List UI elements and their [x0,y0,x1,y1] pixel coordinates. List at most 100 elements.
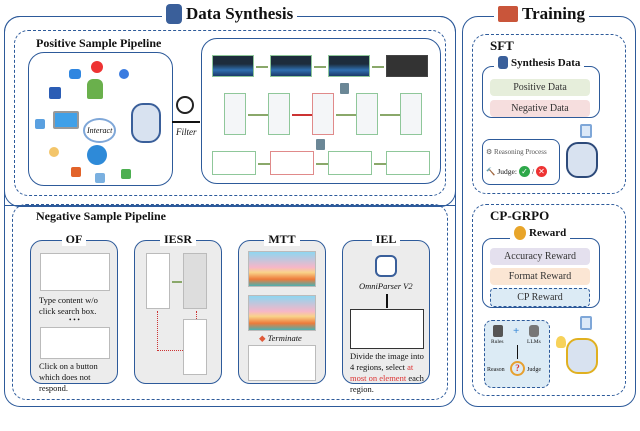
step-arrow [256,66,268,68]
step-arrow [248,114,268,116]
training-title: Training [494,4,589,24]
of-panel: OF Type content w/o click search box. • … [30,232,118,393]
robot-model-icon [566,142,598,178]
filter-arrow [172,121,200,123]
synthesis-data-title: Synthesis Data [494,56,585,69]
rules-label: Rules [491,339,504,345]
omniparser-robot-icon [375,255,397,277]
iesr-screenshot [183,253,207,309]
gitlab-icon [71,167,81,177]
trajectory-screenshot [400,93,422,135]
positive-pipeline [14,30,446,196]
database-icon [166,4,182,24]
app-interaction-box: Interact [28,52,173,186]
reasoning-process: ⚙ Reasoning Process [486,148,547,156]
filter-label: Filter [176,127,197,137]
android-icon [87,79,103,99]
negative-data-item: Negative Data [490,100,590,117]
data-synthesis-outer-bottom [4,190,456,407]
of-title: OF [61,232,87,246]
judge-row: 🔨 Judge: ✓ / ✕ [486,166,548,177]
plus-icon: + [513,325,520,337]
trajectory-box [201,38,441,184]
trajectory-screenshot [386,55,428,77]
trajectory-screenshot [212,151,256,175]
step-arrow [314,66,326,68]
omniparser-label: OmniParser V2 [359,281,413,291]
of-ellipsis: • • • [69,316,80,324]
iel-screenshot [350,309,424,349]
negative-pipeline [12,204,448,400]
trajectory-screenshot [224,93,246,135]
step-arrow [374,163,386,165]
mtt-screenshot [248,251,316,287]
trash-icon [340,83,349,94]
mtt-panel: MTT ◆ Terminate [238,232,326,384]
step-arrow [258,163,270,165]
iesr-panel: IESR [134,232,222,384]
data-synthesis-title: Data Synthesis [162,4,298,24]
accuracy-reward-item: Accuracy Reward [490,248,590,265]
message-icon [69,69,81,79]
cp-grpo-title: CP-GRPO [490,208,550,223]
reasoning-box [482,139,560,185]
trajectory-screenshot [328,151,372,175]
robot-mascot-icon [131,103,161,143]
discarded-screenshot [312,93,334,135]
reason-label: Reason [487,367,505,373]
gavel-icon: 🔨 [486,167,496,176]
llm-robot-icon [529,325,539,337]
trajectory-screenshot [328,55,370,77]
iesr-title: IESR [159,232,196,246]
globe-search-icon [87,145,107,165]
down-arrow [517,345,518,359]
iel-panel: IEL OmniParser V2 Divide the image into … [342,232,430,394]
cp-reward-item: CP Reward [490,288,590,307]
reward-title: Reward [510,226,571,240]
lightbulb-icon [556,336,566,348]
mtt-screenshot [248,345,316,381]
sft-title: SFT [490,38,514,53]
settings-icon [119,69,129,79]
cp-reward-detail-box: + Rules LLMs Reason ? Judge [484,320,550,388]
trajectory-screenshot [268,93,290,135]
paint-icon [49,147,59,157]
terminate-icon: ◆ [259,333,268,343]
down-arrow-icon [580,124,592,138]
check-icon: ✓ [518,166,530,177]
iesr-screenshot [146,253,170,309]
question-cycle-icon: ? [510,361,525,376]
negative-pipeline-title: Negative Sample Pipeline [36,209,166,223]
step-arrow [292,114,312,116]
of-screenshot [40,253,110,291]
record-icon [91,61,103,73]
down-arrow [386,294,388,308]
factory-icon [498,6,518,22]
judge-label: Judge [527,367,541,373]
interact-label: Interact [83,118,117,143]
positive-pipeline-title: Positive Sample Pipeline [36,36,162,50]
word-icon [49,87,61,99]
gallery-icon [95,173,105,183]
of-screenshot [40,327,110,359]
iel-caption: Divide the image into 4 regions, select … [350,351,424,394]
trajectory-screenshot [270,55,312,77]
llms-label: LLMs [527,339,541,345]
trash-icon [316,139,325,150]
of-caption-1: Type content w/o click search box. [39,295,98,316]
monitor-icon [53,111,79,129]
down-arrow-icon [580,316,592,330]
openai-filter-icon [176,96,194,114]
sft-panel [472,34,626,194]
format-reward-item: Format Reward [490,268,590,285]
step-arrow [372,66,384,68]
finder-icon [35,119,45,129]
trajectory-screenshot [386,151,430,175]
brain-icon: ⚙ [486,148,495,156]
robot-model-icon [566,338,598,374]
mtt-title: MTT [264,232,300,246]
step-arrow [172,281,182,283]
step-arrow [336,114,356,116]
iel-title: IEL [371,232,401,246]
step-arrow [380,114,400,116]
